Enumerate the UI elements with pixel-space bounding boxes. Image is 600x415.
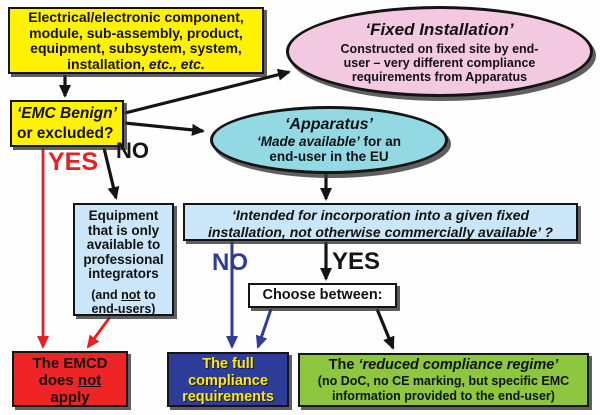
label-no-blue: NO <box>212 249 248 276</box>
choose-between-label: Choose between: <box>262 287 383 303</box>
label-yes-red: YES <box>48 148 99 176</box>
emcd-line3: apply <box>50 389 90 406</box>
equipment-note-line2: end-users) <box>91 302 156 316</box>
apparatus-body-line1: ‘Made available’ for an <box>256 134 402 149</box>
incorporation-line: ‘Intended for incorporation into a given… <box>231 207 530 223</box>
arrow-emcbenign-to-fixedinstallation <box>124 68 291 115</box>
source-line: module, sub-assembly, product, <box>29 24 243 41</box>
emcd-line2: does not <box>38 372 102 389</box>
fixed-installation-body-line: Constructed on fixed site by end- <box>340 41 539 56</box>
equipment-line: Equipment <box>88 208 159 223</box>
reduced-body-line: information provided to the end-user) <box>332 388 555 403</box>
arrow-choose-to-reduced <box>375 308 395 350</box>
apparatus-title: ‘Apparatus’ <box>284 116 373 133</box>
emcd-not-apply-box: The EMCD does not apply <box>12 351 128 407</box>
incorporation-line: installation, not otherwise commercially… <box>208 223 553 240</box>
reduced-title: The ‘reduced compliance regime’ <box>328 357 559 373</box>
emcd-line1: The EMCD <box>32 355 108 372</box>
equipment-line: that is only <box>87 222 160 238</box>
fixed-installation-ellipse: ‘Fixed Installation’ Constructed on fixe… <box>286 6 593 97</box>
full-compliance-box: The full compliance requirements <box>167 352 289 407</box>
source-line: equipment, subsystem, system, <box>30 40 242 56</box>
full-compliance-line: compliance <box>188 372 268 389</box>
equipment-box: Equipment that is only available to prof… <box>73 203 174 316</box>
arrow-no-to-equipment <box>102 147 120 200</box>
full-compliance-line: requirements <box>182 389 274 405</box>
incorporation-box: ‘Intended for incorporation into a given… <box>183 203 578 241</box>
label-yes-black: YES <box>332 248 381 275</box>
equipment-note-line1: (and not to <box>91 287 156 302</box>
source-line: Electrical/electronic component, <box>28 9 244 25</box>
equipment-line: integrators <box>88 266 159 281</box>
fixed-installation-body-line: requirements from Apparatus <box>351 69 528 84</box>
reduced-body-line: (no DoC, no CE marking, but specific EMC <box>317 374 570 388</box>
source-box: Electrical/electronic component, module,… <box>8 7 264 74</box>
source-line: installation, etc., etc. <box>67 55 205 72</box>
equipment-line: available to <box>86 237 161 252</box>
apparatus-body-line2: end-user in the EU <box>269 149 389 164</box>
emc-benign-line2: or excluded? <box>17 125 114 142</box>
arrow-emcbenign-to-apparatus <box>124 121 205 136</box>
arrow-choose-to-fullcompliance <box>255 308 273 349</box>
apparatus-ellipse: ‘Apparatus’ ‘Made available’ for an end-… <box>210 106 448 174</box>
equipment-line: professional <box>83 251 164 267</box>
emc-benign-line1: ‘EMC Benign’ <box>17 105 117 122</box>
emc-benign-box: ‘EMC Benign’ or excluded? <box>10 100 124 147</box>
choose-between-box: Choose between: <box>248 283 397 308</box>
label-no-black: NO <box>116 138 149 163</box>
reduced-compliance-box: The ‘reduced compliance regime’ (no DoC,… <box>298 353 589 407</box>
full-compliance-line: The full <box>202 356 254 372</box>
fixed-installation-body-line: user – very different compliance <box>343 55 536 70</box>
arrow-equipment-to-emcd <box>86 316 112 349</box>
fixed-installation-title: ‘Fixed Installation’ <box>365 19 514 39</box>
